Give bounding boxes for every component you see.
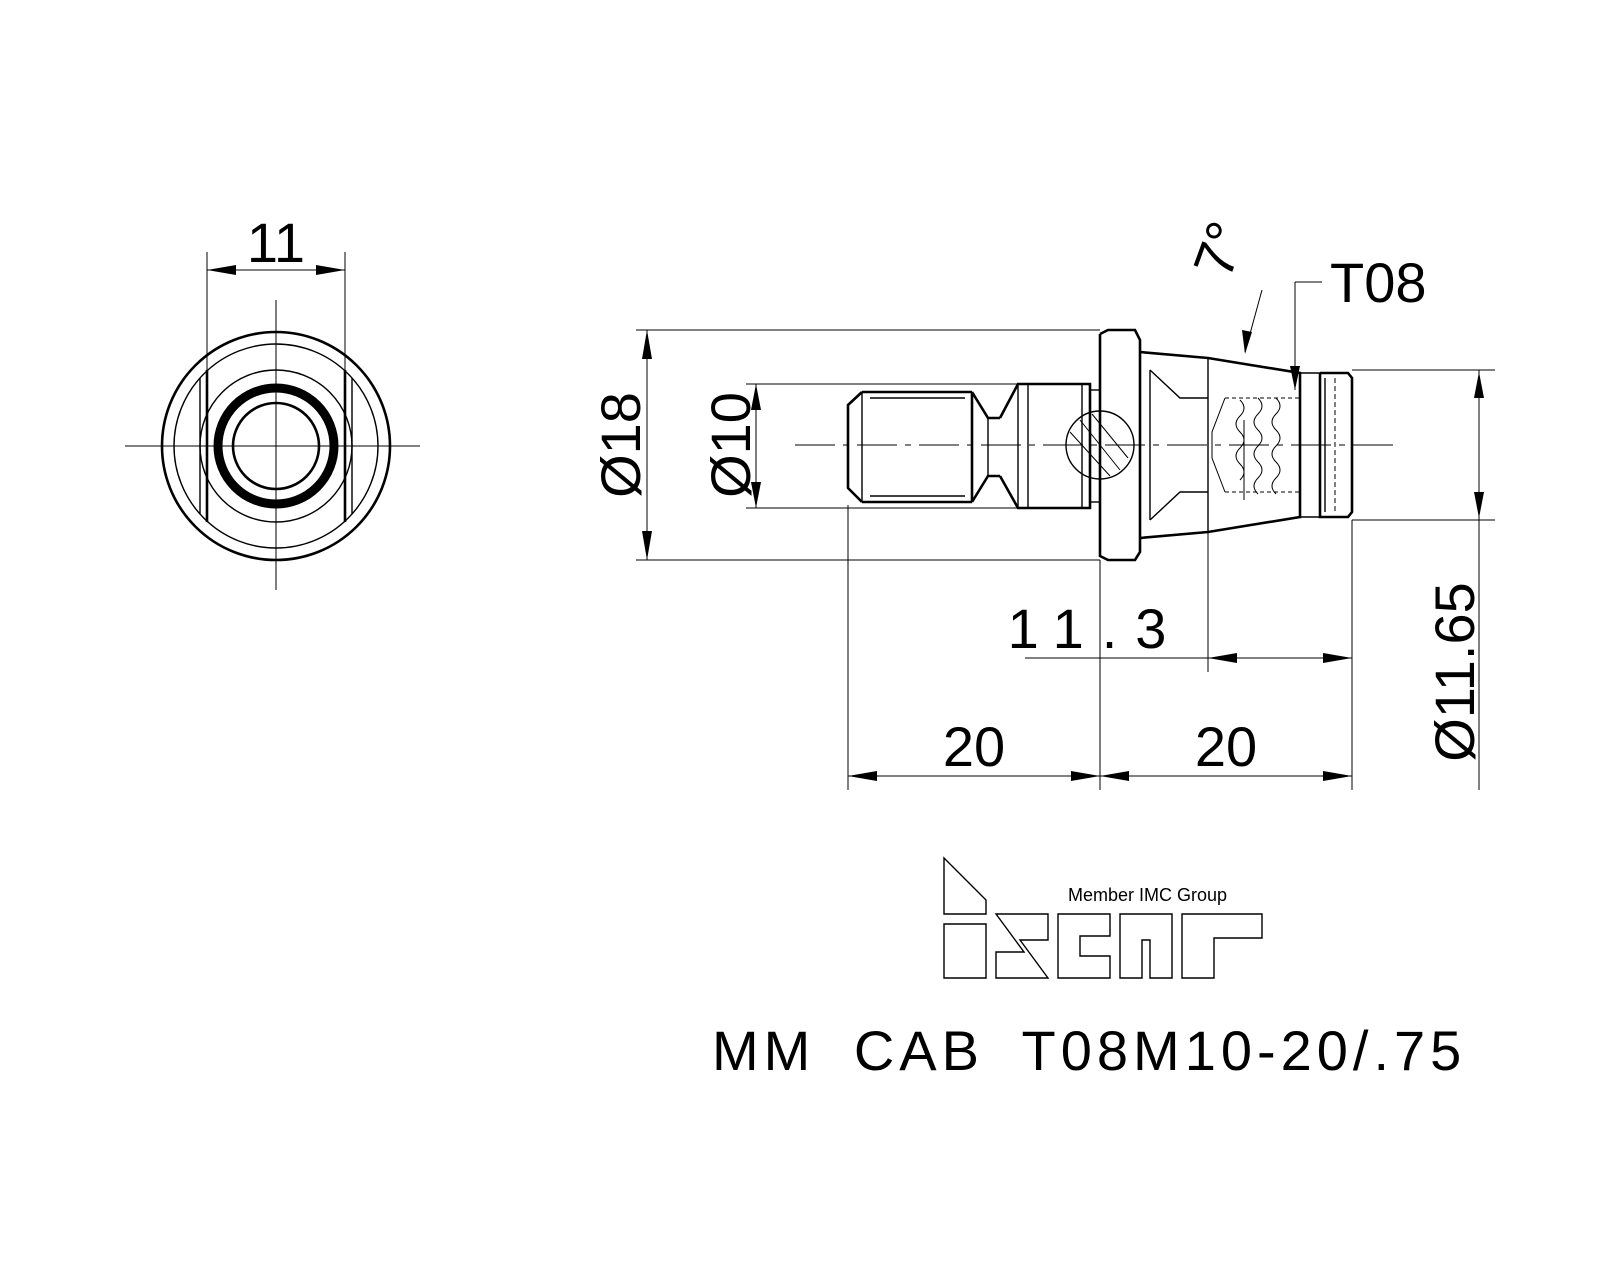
logo-brand: iscar (0, 0, 3, 1)
side-view: Ø18 Ø10 7° T08 Ø11.65 11.3 (589, 213, 1495, 790)
dim-width-front: 11 (247, 211, 305, 274)
dim-len-tip: 11.3 (1008, 597, 1185, 660)
thread-pattern (1235, 397, 1281, 495)
dim-len-shank: 20 (943, 715, 1005, 778)
part-number: MM CAB T08M10-20/.75 (712, 1019, 1466, 1082)
dim-dia-flange: Ø18 (589, 392, 652, 498)
logo-tagline: Member IMC Group (1068, 885, 1227, 905)
dim-dia-shank: Ø10 (699, 392, 762, 498)
dim-dia-tip: Ø11.65 (1423, 582, 1486, 762)
dim-len-head: 20 (1195, 715, 1257, 778)
front-view: 11 (125, 211, 420, 590)
iscar-logo: Member IMC Group iscar (0, 0, 1263, 979)
dim-thread: T08 (1330, 251, 1427, 314)
dim-angle: 7° (1181, 213, 1259, 285)
